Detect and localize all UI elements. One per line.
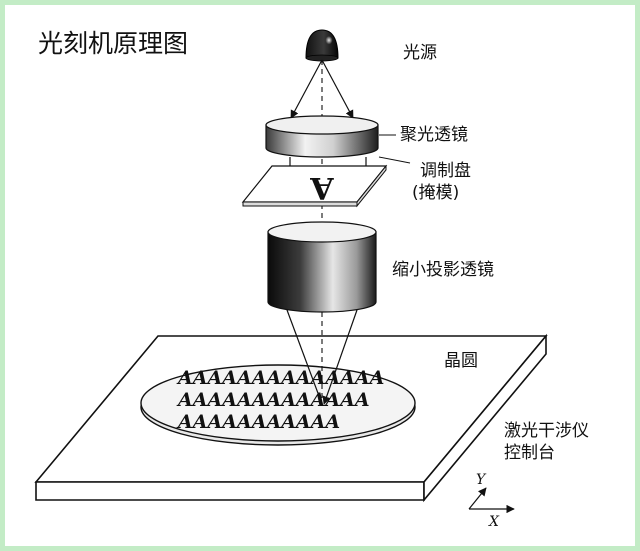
xy-axes: Y X: [468, 472, 515, 530]
reticle-mask: A: [241, 164, 388, 208]
wafer-pattern-row-2: AAAAAAAAAAAAA: [176, 389, 370, 411]
projection-lens: [267, 221, 377, 313]
light-source: [305, 29, 339, 62]
diagram-title: 光刻机原理图: [38, 29, 188, 58]
label-reticle-mask: (掩模): [412, 183, 459, 203]
label-condenser-lens: 聚光透镜: [400, 125, 468, 145]
label-wafer: 晶圆: [444, 351, 478, 371]
wafer-pattern-row-1: AAAAAAAAAAAAAA: [176, 367, 384, 389]
condenser-lens: [265, 115, 379, 158]
leader-lines: [378, 134, 411, 164]
label-stage: 控制台: [504, 443, 555, 463]
converging-rays: [286, 309, 358, 405]
label-interferometer-stage: 激光干涉仪: [504, 421, 589, 441]
light-rays: [290, 59, 354, 119]
wafer-pattern-row-3: AAAAAAAAAAA: [176, 411, 340, 433]
label-projection-lens: 缩小投影透镜: [392, 260, 494, 280]
label-light-source: 光源: [403, 43, 437, 63]
reticle-pattern: A: [310, 170, 335, 205]
axis-y-label: Y: [476, 472, 487, 488]
label-reticle: 调制盘: [420, 161, 471, 181]
axis-x-label: X: [488, 514, 500, 530]
wafer: AAAAAAAAAAAAAA AAAAAAAAAAAAA AAAAAAAAAAA: [140, 364, 416, 446]
